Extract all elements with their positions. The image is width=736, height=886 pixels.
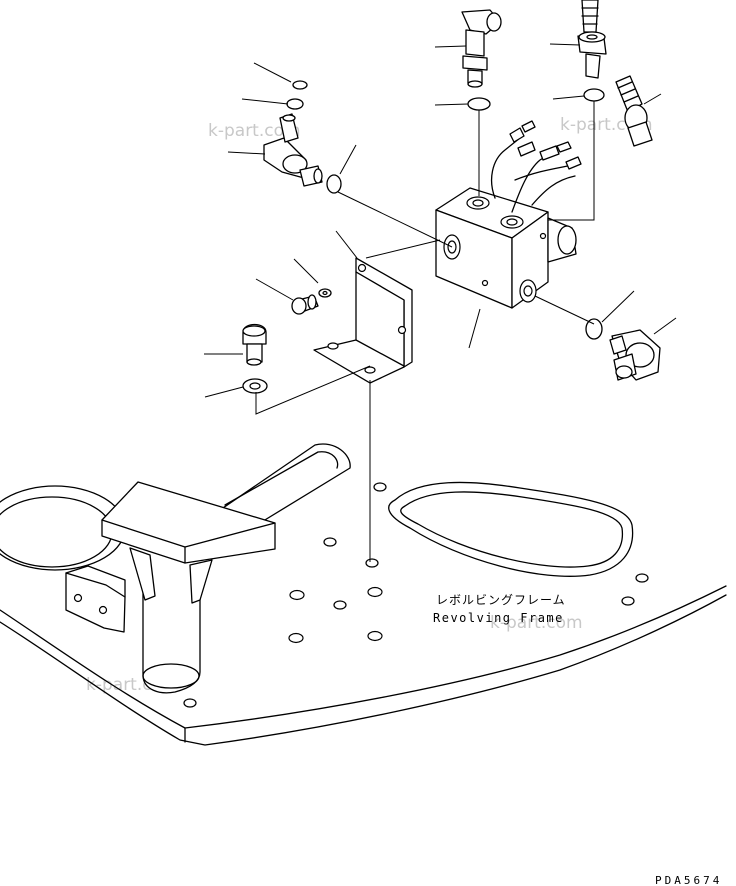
pedal-assembly	[101, 443, 351, 694]
watermark-1: k-part.com	[208, 121, 301, 141]
o-ring-3	[467, 97, 491, 111]
watermark-4: k-part.com	[490, 613, 583, 633]
fittings	[242, 0, 661, 394]
o-ring-5	[326, 174, 342, 194]
o-ring-1	[292, 80, 308, 90]
leader-lines	[204, 43, 677, 562]
valve-block	[435, 120, 582, 309]
frame-label-japanese: レボルビングフレーム	[436, 593, 566, 607]
frame-label-english: Revolving Frame	[433, 611, 564, 625]
revolving-frame	[0, 481, 727, 746]
bracket	[313, 257, 413, 384]
o-ring-4	[583, 88, 605, 102]
drawing-code: PDA5674	[655, 874, 722, 886]
o-ring-2	[286, 98, 304, 110]
o-ring-6	[585, 318, 603, 340]
